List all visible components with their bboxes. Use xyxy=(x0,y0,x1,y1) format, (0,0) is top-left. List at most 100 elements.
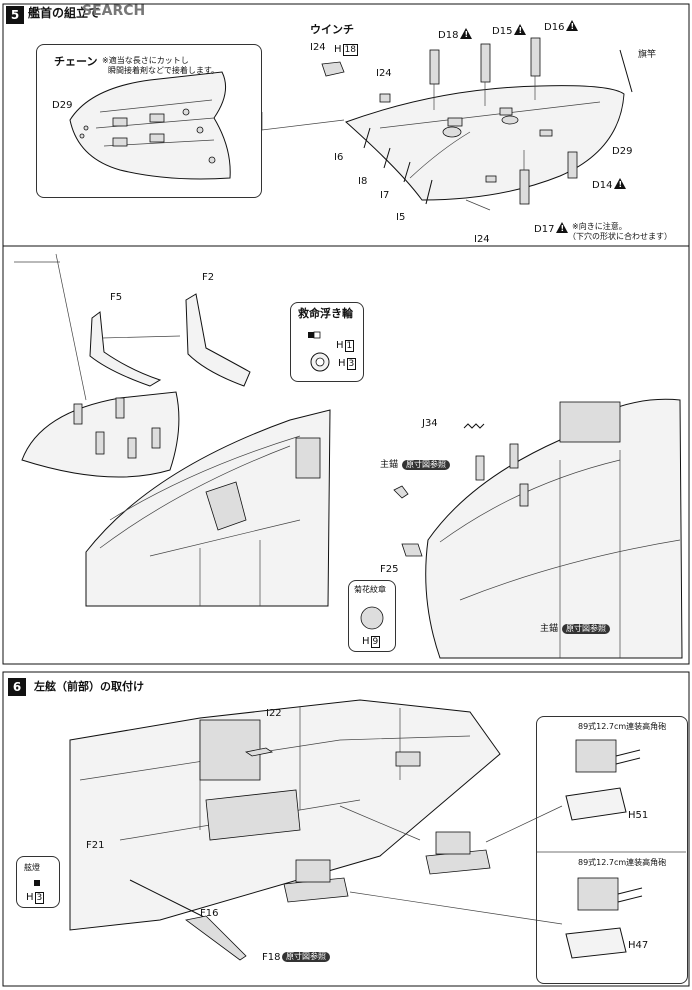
chrysanthemum-crest xyxy=(360,606,384,630)
leader-gun-b xyxy=(485,805,563,843)
lifebuoy-ref-a-prefix: H xyxy=(336,340,344,351)
part-i5 xyxy=(425,179,433,205)
bulwark-f2 xyxy=(185,293,251,387)
hull-bow-lower xyxy=(85,409,331,607)
gun-top-label: 89式12.7cm連装高角砲 xyxy=(578,722,667,731)
part-label-f2: F2 xyxy=(202,272,215,283)
anchor-top-label: 主錨 xyxy=(380,460,399,470)
part-label-i6: I6 xyxy=(334,152,344,163)
part-label-i5: I5 xyxy=(396,212,406,223)
lifebuoy-label: 救命浮き輪 xyxy=(298,307,353,320)
d17-text: D17 xyxy=(534,224,555,235)
step6-frame xyxy=(2,671,690,987)
part-label-i24-top: I24 xyxy=(376,68,392,79)
part-label-d18: D18 xyxy=(438,28,473,41)
step5-title: 艦首の組立て xyxy=(28,6,101,20)
f18-tag: 原寸図参照 xyxy=(282,952,330,962)
lamp-box xyxy=(16,856,60,908)
part-label-i8: I8 xyxy=(358,176,368,187)
leader-gun-a xyxy=(339,805,421,841)
lifebuoy-ref-a-num: 1 xyxy=(344,340,355,352)
anchor-bottom-label: 主錨 xyxy=(540,624,559,634)
chrysanthemum-ref-prefix: H xyxy=(362,636,370,647)
lamp-ref-prefix: H xyxy=(26,892,34,903)
part-i7 xyxy=(403,161,411,183)
step5-frame xyxy=(2,3,690,665)
part-label-i24-bottom: I24 xyxy=(474,234,490,245)
part-i22 xyxy=(244,747,274,757)
gun-detail-bottom xyxy=(565,877,643,959)
part-label-i22: I22 xyxy=(266,708,282,719)
part-label-f16: F16 xyxy=(200,908,219,919)
step6-number: 6 xyxy=(8,678,26,696)
gun-detail-top xyxy=(565,739,641,821)
winch-i24-placed xyxy=(379,93,391,103)
part-label-d17: D17 xyxy=(534,222,569,235)
hull-bow-right xyxy=(425,398,683,659)
warning-icon xyxy=(566,20,579,31)
leader-gun-c xyxy=(349,891,563,925)
d29-inset-deck-plate xyxy=(69,71,231,180)
winch-label: ウインチ xyxy=(310,23,354,36)
part-label-h47: H47 xyxy=(628,940,649,951)
part-label-d14: D14 xyxy=(592,178,627,191)
step5-number: 5 xyxy=(6,6,24,24)
part-label-f25: F25 xyxy=(380,564,399,575)
flagpole-label: 旗竿 xyxy=(638,50,657,60)
gun-mounts-placed xyxy=(283,831,491,903)
part-label-d29: D29 xyxy=(612,146,633,157)
winch-ref-num: 18 xyxy=(342,44,358,56)
lamp-mark xyxy=(34,880,40,886)
part-label-f18: F18 xyxy=(262,952,281,963)
lamp-label: 舷燈 xyxy=(24,863,40,872)
part-label-i7: I7 xyxy=(380,190,390,201)
part-label-j34: J34 xyxy=(422,418,438,429)
winch-part-label: I24 xyxy=(310,42,326,53)
part-label-f21: F21 xyxy=(86,840,105,851)
posts-d18-d15-d16 xyxy=(429,37,578,205)
part-i24-leader xyxy=(465,199,491,211)
chain-label: チェーン xyxy=(54,55,98,68)
part-label-h51: H51 xyxy=(628,810,649,821)
part-label-f5: F5 xyxy=(110,292,123,303)
anchor-top-tag: 原寸図参照 xyxy=(402,460,450,470)
d18-text: D18 xyxy=(438,30,459,41)
chrysanthemum-box xyxy=(348,580,396,652)
bulwark-f5 xyxy=(89,311,162,387)
gun-detail-box xyxy=(536,716,688,984)
part-i6 xyxy=(363,127,371,149)
chrysanthemum-ref-num: 9 xyxy=(370,636,381,648)
part-f25 xyxy=(401,543,423,557)
d16-text: D16 xyxy=(544,22,565,33)
lifebuoy-ref-b-num: 3 xyxy=(346,358,357,370)
anchor-bottom-tag: 原寸図参照 xyxy=(562,624,610,634)
lifebuoy-mark-white xyxy=(313,331,321,339)
part-label-d29-inset: D29 xyxy=(52,100,73,111)
watermark: SEARCH xyxy=(82,3,146,19)
part-f18 xyxy=(185,915,247,961)
d15-text: D15 xyxy=(492,26,513,37)
bow-deck-plate-lower xyxy=(21,391,180,478)
lamp-ref-num: 3 xyxy=(34,892,45,904)
part-label-d16: D16 xyxy=(544,20,579,33)
chain-inset-box xyxy=(36,44,262,198)
part-label-d15: D15 xyxy=(492,24,527,37)
gun-bottom-label: 89式12.7cm連装高角砲 xyxy=(578,858,667,867)
bow-deck-d29 xyxy=(345,85,625,201)
chrysanthemum-label: 菊花紋章 xyxy=(354,585,386,594)
part-j34 xyxy=(463,423,485,429)
f5-arrow xyxy=(101,335,181,339)
winch-part xyxy=(321,61,345,77)
d17-note-2: （下穴の形状に合わせます） xyxy=(568,232,672,241)
hull-port-forward xyxy=(69,699,501,931)
flagpole-line xyxy=(619,49,633,93)
zoom-line-a xyxy=(55,253,87,401)
part-i8 xyxy=(383,147,391,169)
lifebuoy-box xyxy=(290,302,364,382)
